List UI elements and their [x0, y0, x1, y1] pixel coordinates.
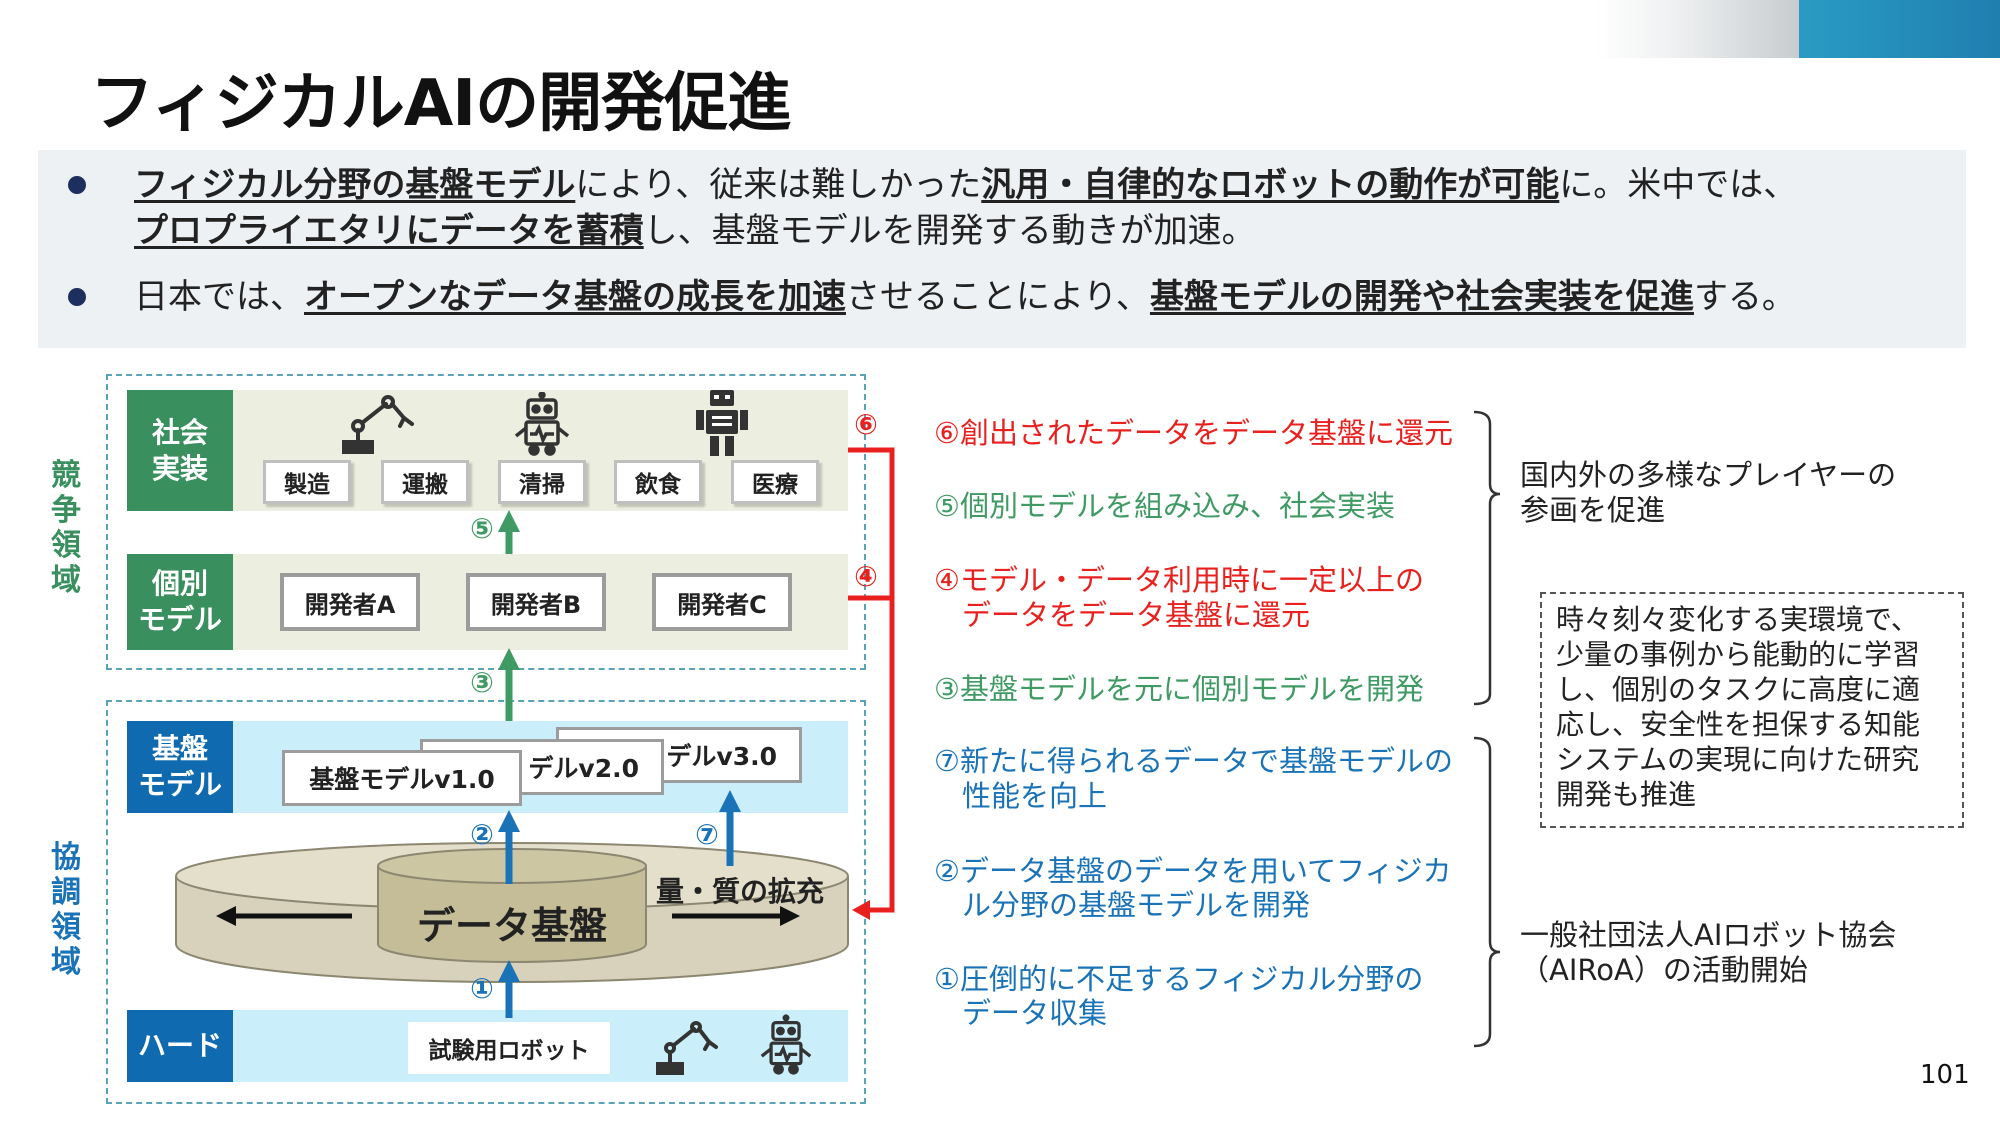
bullet-1-line-2: プロプライエタリにデータを蓄積し、基盤モデルを開発する動きが加速。	[134, 208, 1256, 254]
bullet-2-text-2: させることにより、	[845, 277, 1150, 317]
marker-7: ⑦	[695, 818, 719, 851]
airoa-line-1: 一般社団法人AIロボット協会	[1520, 918, 1897, 952]
sector-chip: 飲食	[614, 460, 702, 504]
bullet-1-bold-2: 汎用・自律的なロボットの動作が可能	[981, 165, 1560, 205]
bullet-2-line-1: 日本では、オープンなデータ基盤の成長を加速させることにより、基盤モデルの開発や社…	[134, 274, 1796, 320]
page-number: 101	[1920, 1060, 1970, 1090]
bullet-1-text-1: により、従来は難しかった	[575, 165, 982, 205]
header-gradient-blue	[1799, 0, 2000, 58]
note-line: 応し、安全性を担保する知能	[1556, 708, 1921, 741]
small-robot-icon	[760, 1014, 812, 1075]
humanoid-robot-icon	[696, 390, 748, 456]
research-note-box: 時々刻々変化する実環境で、 少量の事例から能動的に学習 し、個別のタスクに高度に…	[1540, 592, 1964, 828]
sector-chip: 清掃	[498, 460, 586, 504]
test-robot-box: 試験用ロボット	[408, 1022, 610, 1074]
bullet-1-bold-1: フィジカル分野の基盤モデル	[134, 165, 576, 205]
developer-box: 開発者A	[280, 573, 420, 631]
airoa-line-2: （AIRoA）の活動開始	[1520, 953, 1808, 987]
region-cooperative-label: 協調領域	[46, 840, 86, 980]
header-gradient-gray	[1596, 0, 1799, 58]
note-line: 開発も推進	[1556, 778, 1697, 811]
promote-line-1: 国内外の多様なプレイヤーの	[1520, 458, 1897, 492]
note-line: システムの実現に向けた研究	[1556, 743, 1920, 776]
step-6: ⑥創出されたデータをデータ基盤に還元	[934, 416, 1453, 450]
marker-1: ①	[470, 972, 494, 1005]
step-2-cont: ル分野の基盤モデルを開発	[962, 888, 1311, 922]
developer-box: 開発者C	[652, 573, 792, 631]
bullet-1-bold-3: プロプライエタリにデータを蓄積	[134, 211, 644, 251]
bullet-1-text-2: に。米中では、	[1559, 165, 1798, 205]
row-label-social: 社会 実装	[127, 390, 233, 511]
promote-line-2: 参画を促進	[1520, 493, 1666, 527]
marker-2: ②	[470, 818, 494, 851]
row-label-hardware: ハード	[127, 1010, 233, 1082]
step-1-cont: データ収集	[962, 996, 1108, 1030]
promote-text: 国内外の多様なプレイヤーの 参画を促進	[1520, 458, 1896, 528]
note-line: 時々刻々変化する実環境で、	[1556, 603, 1919, 636]
bullet-2-bold-1: オープンなデータ基盤の成長を加速	[304, 277, 846, 317]
sector-chip: 医療	[731, 460, 819, 504]
robot-arm-icon	[342, 395, 414, 454]
foundation-model-v1: 基盤モデルv1.0	[282, 750, 522, 806]
summary-box: フィジカル分野の基盤モデルにより、従来は難しかった汎用・自律的なロボットの動作が…	[38, 150, 1966, 348]
bullet-2-text-1: 日本では、	[134, 277, 304, 317]
marker-4: ④	[854, 560, 878, 593]
sector-chip: 製造	[263, 460, 351, 504]
marker-6: ⑥	[854, 408, 878, 441]
step-7-cont: 性能を向上	[962, 779, 1108, 813]
small-robot-icon	[514, 392, 570, 456]
sector-chip: 運搬	[381, 460, 469, 504]
marker-3: ③	[470, 666, 494, 699]
bullet-2-text-3: する。	[1693, 277, 1796, 317]
competitive-region-box	[106, 374, 866, 670]
page-title: フィジカルAIの開発促進	[90, 67, 791, 141]
step-7: ⑦新たに得られるデータで基盤モデルの	[934, 744, 1453, 778]
step-4: ④モデル・データ利用時に一定以上の	[934, 563, 1424, 597]
airoa-text: 一般社団法人AIロボット協会 （AIRoA）の活動開始	[1520, 918, 1896, 988]
bullet-2-bold-2: 基盤モデルの開発や社会実装を促進	[1149, 277, 1694, 317]
step-2: ②データ基盤のデータを用いてフィジカ	[934, 854, 1452, 888]
bullet-1-text-3: し、基盤モデルを開発する動きが加速。	[643, 211, 1256, 251]
region-competitive-text: 競争領域	[51, 458, 81, 598]
region-cooperative-text: 協調領域	[51, 840, 81, 980]
row-label-foundation: 基盤 モデル	[127, 721, 233, 813]
foundation-model-v3: デルv3.0	[556, 727, 802, 783]
bullet-dot-icon	[68, 288, 86, 306]
step-5: ⑤個別モデルを組み込み、社会実装	[934, 489, 1395, 523]
data-platform-label: データ基盤	[416, 904, 607, 948]
step-3: ③基盤モデルを元に個別モデルを開発	[934, 672, 1424, 706]
robot-arm-icon	[656, 1021, 718, 1075]
step-1: ①圧倒的に不足するフィジカル分野の	[934, 962, 1424, 996]
cooperative-region-box	[106, 700, 866, 1104]
bullet-1-line-1: フィジカル分野の基盤モデルにより、従来は難しかった汎用・自律的なロボットの動作が…	[134, 162, 1797, 208]
region-competitive-label: 競争領域	[46, 458, 86, 598]
step-4-cont: データをデータ基盤に還元	[962, 598, 1311, 632]
note-line: 少量の事例から能動的に学習	[1556, 638, 1921, 671]
marker-5: ⑤	[470, 512, 494, 545]
row-label-individual: 個別 モデル	[127, 554, 233, 650]
note-line: し、個別のタスクに高度に適	[1556, 673, 1921, 706]
developer-box: 開発者B	[466, 573, 606, 631]
expansion-label: 量・質の拡充	[656, 875, 825, 908]
bullet-dot-icon	[68, 176, 86, 194]
